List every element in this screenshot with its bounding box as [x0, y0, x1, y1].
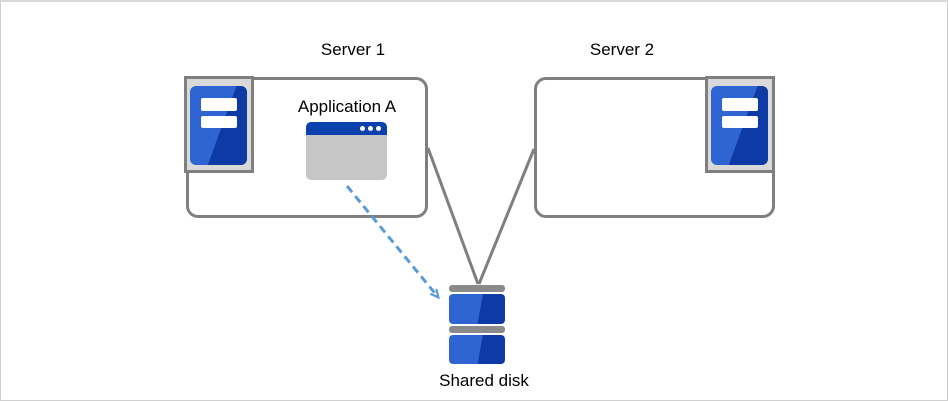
server1-label: Server 1 [320, 40, 386, 59]
application-a-label: Application A [297, 97, 397, 116]
window-titlebar [306, 122, 387, 135]
window-dot-icon [368, 126, 373, 131]
server2-server-icon [705, 76, 775, 173]
disk-bar [449, 285, 505, 292]
server-slot [201, 116, 237, 128]
server2-label: Server 2 [589, 40, 655, 59]
server-tower-icon [190, 86, 247, 165]
server1-server-icon [184, 76, 254, 173]
server1-disk-connector [426, 147, 480, 285]
server2-disk-connector [477, 148, 536, 285]
application-window-icon [306, 122, 387, 180]
server-slot [201, 98, 237, 111]
disk-bar [449, 326, 505, 333]
window-dot-icon [376, 126, 381, 131]
shared-disk-icon [449, 285, 505, 364]
disk-platter [449, 335, 505, 364]
window-dot-icon [360, 126, 365, 131]
disk-platter [449, 294, 505, 324]
server-slot [722, 98, 758, 111]
server-slot [722, 116, 758, 128]
server-tower-icon [711, 86, 768, 165]
shared-disk-label: Shared disk [439, 371, 529, 390]
